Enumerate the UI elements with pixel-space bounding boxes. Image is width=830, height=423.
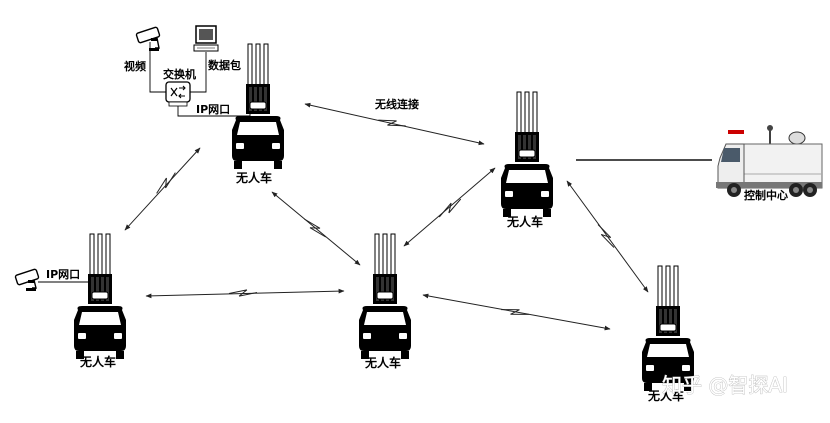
local-network: 视频 数据包 交换机 IP网口 xyxy=(124,25,251,117)
vehicle-5: 无人车 xyxy=(641,265,695,403)
vehicle-label: 无人车 xyxy=(79,354,116,369)
switch-icon xyxy=(165,81,191,107)
vehicle-label: 无人车 xyxy=(506,214,543,229)
vehicle-4: 无人车 xyxy=(358,233,412,370)
vehicle-label: 无人车 xyxy=(647,388,684,403)
vehicle-icon xyxy=(358,233,412,360)
camera-icon xyxy=(14,268,40,291)
truck-icon xyxy=(716,125,823,197)
vehicle-icon xyxy=(500,91,554,218)
vehicle-1: 无人车 xyxy=(231,43,285,185)
watermark: 知乎 @智探AI xyxy=(662,373,788,397)
ip-port-label-top: IP网口 xyxy=(196,103,230,116)
switch-label: 交换机 xyxy=(163,67,196,81)
vehicle-label: 无人车 xyxy=(235,170,272,185)
vehicle-3: 无人车 xyxy=(73,233,127,369)
control-center-label: 控制中心 xyxy=(744,188,788,202)
ip-port-label-left: IP网口 xyxy=(46,268,80,281)
packet-label: 数据包 xyxy=(208,58,241,72)
vehicle-2: 无人车 xyxy=(500,91,554,229)
computer-icon xyxy=(193,25,219,52)
links xyxy=(124,102,712,331)
video-label: 视频 xyxy=(124,59,146,73)
vehicle-icon xyxy=(73,233,127,360)
wireless-label: 无线连接 xyxy=(374,97,419,111)
camera-icon xyxy=(135,26,161,51)
vehicle-label: 无人车 xyxy=(364,355,401,370)
